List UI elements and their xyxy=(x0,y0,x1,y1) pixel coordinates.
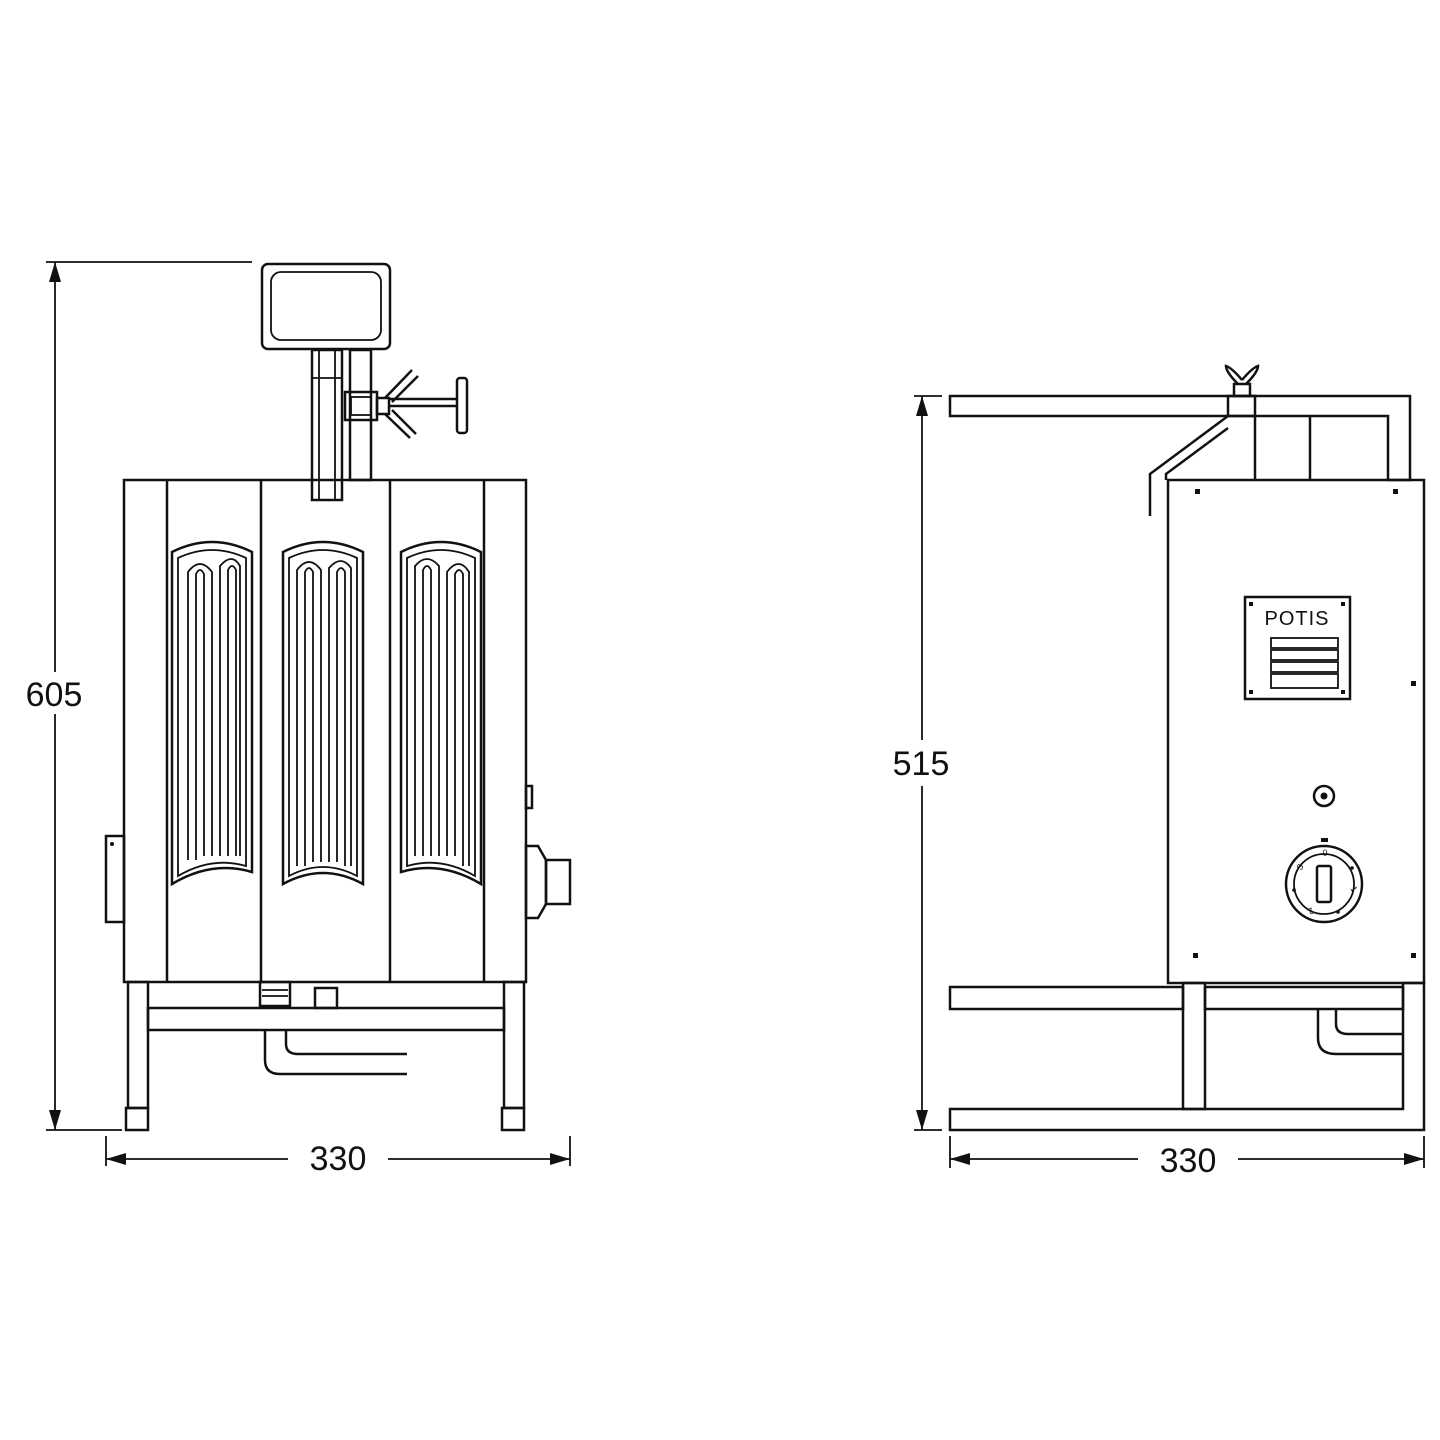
left-side-box xyxy=(104,834,126,924)
front-width-label: 330 xyxy=(310,1140,367,1178)
heater-element-3 xyxy=(399,540,483,887)
front-width-dimension xyxy=(105,1136,571,1166)
front-height-dimension xyxy=(46,261,252,1131)
side-width-dimension xyxy=(949,1136,1425,1168)
side-cabinet xyxy=(1166,478,1426,985)
side-width-label: 330 xyxy=(1160,1142,1217,1180)
bottom-plug xyxy=(313,986,339,1010)
brand-label: POTIS xyxy=(1264,608,1329,630)
top-handle xyxy=(260,262,392,351)
gas-pipe-inner xyxy=(284,1030,407,1056)
front-height-label: 605 xyxy=(26,676,83,714)
top-handle-inner xyxy=(270,271,382,341)
dial-mark-1: 1 xyxy=(1348,884,1359,893)
side-height-label: 515 xyxy=(893,745,950,783)
heater-element-2 xyxy=(281,540,365,887)
right-side-connector xyxy=(524,844,572,920)
front-stand xyxy=(124,980,526,1132)
side-top-frame xyxy=(948,394,1412,516)
side-base-frame xyxy=(948,981,1426,1132)
drain-fitting xyxy=(258,980,292,1008)
right-side-stub xyxy=(524,784,534,810)
gas-pipe-outer xyxy=(263,1030,407,1076)
dial-mark-0: 0 xyxy=(1322,848,1327,858)
dial-mark-3: 3 xyxy=(1294,862,1305,871)
control-knob xyxy=(1284,838,1364,924)
clamp-knob xyxy=(343,369,469,439)
heater-element-1 xyxy=(170,540,254,887)
side-view: POTIS 0 1 2 3 xyxy=(893,364,1426,1180)
brand-plate xyxy=(1243,595,1352,701)
wing-nut xyxy=(1224,364,1260,398)
dial-mark-2: 2 xyxy=(1306,905,1315,916)
spit-shaft xyxy=(310,348,344,502)
front-view: 605 330 xyxy=(26,261,572,1178)
ignition-button xyxy=(1312,784,1336,808)
front-body xyxy=(122,478,528,984)
side-height-dimension xyxy=(914,395,942,1131)
